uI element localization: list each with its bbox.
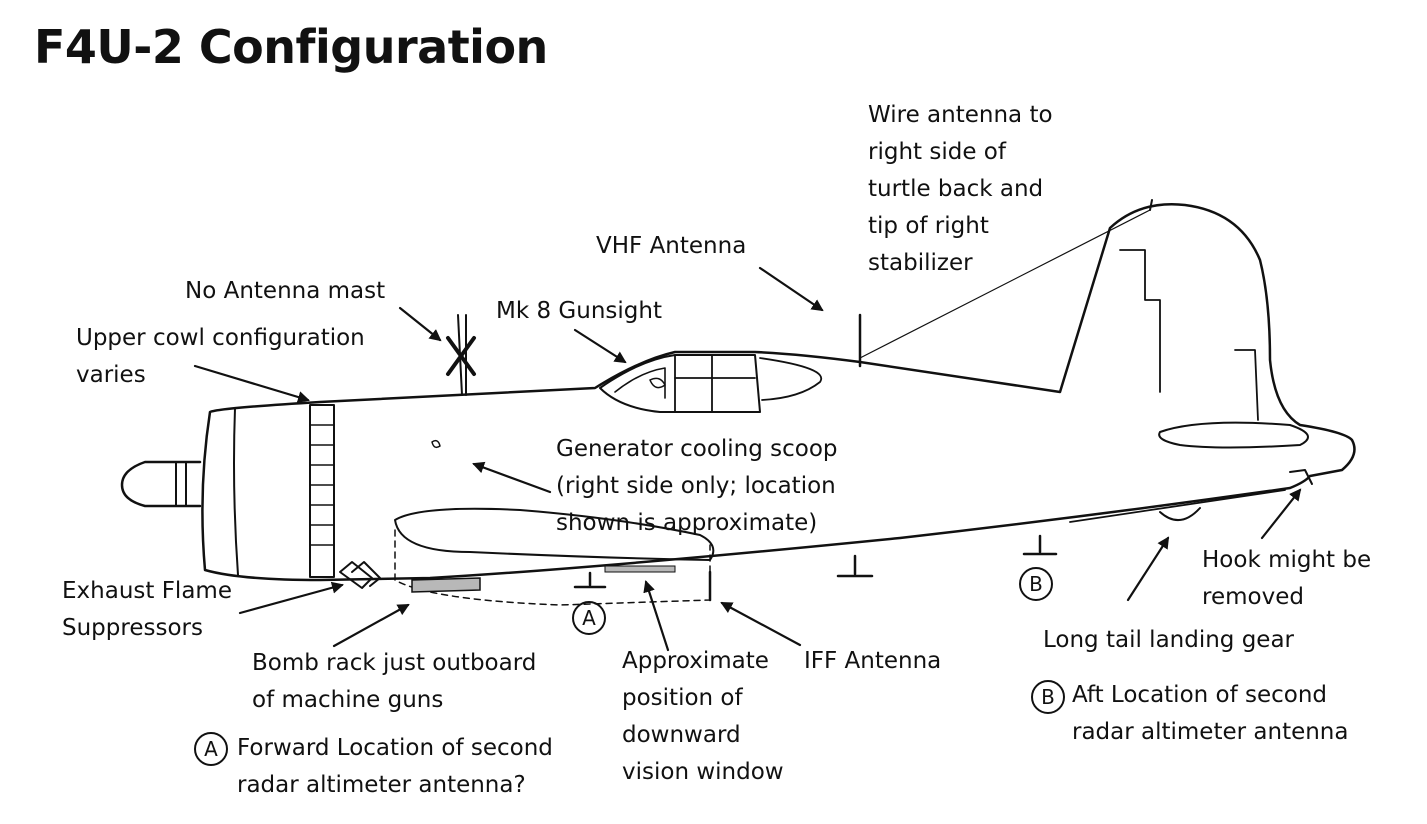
label-downward-window: Approximate position of downward vision … bbox=[622, 648, 784, 785]
key-a-text: Forward Location of second radar altimet… bbox=[237, 735, 553, 798]
label-no-antenna-mast: No Antenna mast bbox=[185, 278, 386, 304]
label-bomb-rack: Bomb rack just outboard of machine guns bbox=[252, 650, 537, 713]
key-marker-a: A bbox=[194, 732, 228, 766]
label-tail-gear: Long tail landing gear bbox=[1043, 627, 1295, 653]
canopy bbox=[599, 354, 761, 413]
label-vhf-antenna: VHF Antenna bbox=[596, 233, 747, 259]
wing-root bbox=[394, 507, 715, 561]
marker-a-on-drawing: A bbox=[572, 601, 606, 635]
horizontal-stabilizer bbox=[1158, 421, 1309, 449]
label-wire-antenna: Wire antenna to right side of turtle bac… bbox=[868, 102, 1053, 276]
key-marker-b: B bbox=[1031, 680, 1065, 714]
label-generator-scoop: Generator cooling scoop (right side only… bbox=[556, 436, 838, 536]
propeller-hub bbox=[120, 460, 202, 508]
label-upper-cowl: Upper cowl configuration varies bbox=[76, 325, 365, 388]
wire-antenna bbox=[859, 209, 1151, 359]
tail-hook bbox=[1289, 469, 1313, 485]
key-b-text: Aft Location of second radar altimeter a… bbox=[1072, 682, 1349, 745]
exhaust-suppressors bbox=[339, 561, 381, 589]
marker-b-on-drawing: B bbox=[1019, 567, 1053, 601]
diagram-title: F4U-2 Configuration bbox=[34, 20, 548, 74]
label-mk8-gunsight: Mk 8 Gunsight bbox=[496, 298, 662, 324]
label-hook: Hook might be removed bbox=[1202, 547, 1372, 610]
bomb-rack bbox=[411, 577, 481, 593]
label-iff-antenna: IFF Antenna bbox=[804, 648, 942, 674]
fuselage-outline bbox=[201, 203, 1356, 582]
downward-window bbox=[604, 565, 676, 573]
label-exhaust: Exhaust Flame Suppressors bbox=[62, 578, 232, 641]
tail-wheel bbox=[1159, 507, 1201, 521]
